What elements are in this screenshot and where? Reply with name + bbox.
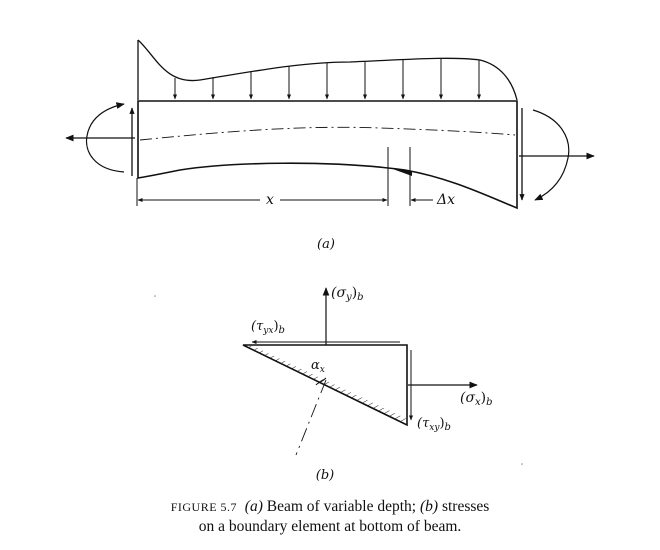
caption-part-a-text: Beam of variable depth; (266, 498, 417, 515)
beam-diagram: x Δx (a) (65, 39, 595, 252)
scan-speck (521, 463, 523, 465)
caption-part-b-tag: (b) (419, 498, 439, 515)
normal-line (295, 379, 327, 456)
part-b-label: (b) (316, 468, 334, 483)
tau-xy-label: (τxy)b (417, 416, 451, 433)
hypotenuse-hatching (243, 345, 407, 425)
scan-speck (154, 295, 156, 297)
caption-part-a-tag: (a) (244, 498, 263, 515)
load-arrows (173, 58, 481, 100)
dx-dimension-label: Δx (436, 192, 455, 208)
beam-centerline (139, 126, 516, 141)
figure-caption: FIGURE 5.7 (a) Beam of variable depth; (… (0, 497, 660, 536)
sigma-x-label: (σx)b (460, 390, 493, 408)
right-moment-arrow (532, 109, 570, 201)
figure-number: FIGURE 5.7 (170, 500, 238, 514)
caption-part-b-text: stresses (441, 498, 490, 515)
alpha-angle-arc (315, 377, 327, 386)
part-a-label: (a) (317, 237, 335, 252)
tau-yx-label: (τyx)b (251, 319, 285, 336)
caption-line-2: on a boundary element at bottom of beam. (198, 518, 462, 535)
caption-line-1: FIGURE 5.7 (a) Beam of variable depth; (… (0, 497, 660, 517)
alpha-x-label: αx (311, 358, 325, 375)
boundary-element-wedge (390, 168, 412, 176)
load-distribution-curve (137, 39, 518, 101)
sigma-y-label: (σy)b (331, 285, 364, 303)
boundary-element-diagram: (σy)b (τyx)b αx (σx)b (τxy)b (b) (242, 285, 493, 483)
left-moment-arrow (85, 102, 125, 173)
beam-outline (137, 100, 518, 210)
x-dimension-label: x (266, 192, 274, 208)
dimension-lines (136, 147, 411, 206)
